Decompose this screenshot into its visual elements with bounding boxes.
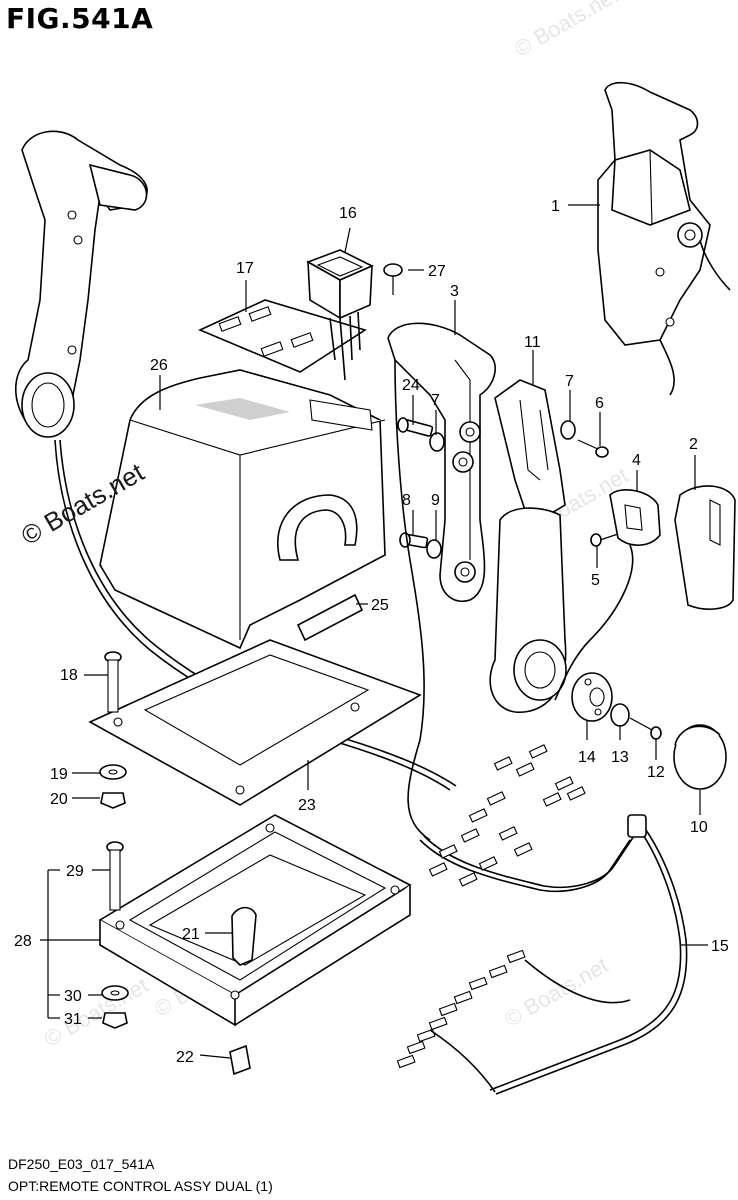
cap <box>673 724 727 790</box>
callout-28: 28 <box>14 933 32 950</box>
control-cable <box>394 359 431 841</box>
callout-labels: 1 2 3 4 5 6 7 7 8 9 10 11 12 13 14 15 16… <box>14 198 729 1066</box>
remote-control-unit <box>597 81 731 396</box>
callout-9: 9 <box>431 492 440 509</box>
callout-22: 22 <box>176 1049 194 1066</box>
wire-harness <box>396 744 688 1095</box>
callout-10: 10 <box>690 819 708 836</box>
callout-20: 20 <box>50 791 68 808</box>
figure-code: DF250_E03_017_541A <box>8 1156 155 1172</box>
nut <box>102 1012 128 1029</box>
callout-8: 8 <box>402 492 411 509</box>
connector-clip <box>229 1044 251 1076</box>
callout-23: 23 <box>298 797 316 814</box>
figure-caption: OPT:REMOTE CONTROL ASSY DUAL (1) <box>8 1178 273 1194</box>
housing-cover <box>99 369 386 650</box>
callout-11: 11 <box>524 334 541 351</box>
callout-7-left: 7 <box>431 392 440 409</box>
washer <box>610 703 630 727</box>
washer <box>429 432 445 452</box>
washer <box>426 539 442 559</box>
callout-31: 31 <box>64 1011 82 1028</box>
callout-12: 12 <box>647 764 665 781</box>
screw <box>590 533 619 547</box>
right-control-arm <box>489 379 567 713</box>
screw <box>577 439 609 458</box>
clip-lever <box>231 906 257 966</box>
screw <box>106 841 124 911</box>
nut <box>100 792 126 809</box>
callout-5: 5 <box>591 572 600 589</box>
callout-30: 30 <box>64 988 82 1005</box>
base-frame <box>98 814 412 1027</box>
gasket-plate <box>88 639 422 806</box>
toggle-switch <box>306 249 374 381</box>
washer <box>560 420 576 440</box>
screw <box>629 717 662 740</box>
callout-14: 14 <box>578 749 596 766</box>
callout-26: 26 <box>150 357 168 374</box>
screw <box>383 263 403 295</box>
callout-13: 13 <box>611 749 629 766</box>
lever-bracket <box>387 322 496 602</box>
callout-27: 27 <box>428 263 446 280</box>
callout-3: 3 <box>450 283 459 300</box>
cover-clip <box>296 593 364 642</box>
bolt <box>399 532 429 549</box>
callout-25: 25 <box>371 597 389 614</box>
leader-lines <box>40 204 708 1059</box>
callout-29: 29 <box>66 863 84 880</box>
callout-24: 24 <box>402 377 420 394</box>
callout-7-right: 7 <box>565 373 574 390</box>
grip-cover <box>674 485 736 610</box>
callout-16: 16 <box>339 205 357 222</box>
bushing-plate <box>571 672 613 722</box>
callout-21: 21 <box>182 926 200 943</box>
callout-17: 17 <box>236 260 254 277</box>
switch-plate <box>198 299 367 373</box>
callout-15: 15 <box>711 938 729 955</box>
bolt <box>397 417 434 437</box>
callout-2: 2 <box>689 436 698 453</box>
callout-19: 19 <box>50 766 68 783</box>
figure-title: FIG.541A <box>6 2 154 35</box>
screw <box>104 651 122 713</box>
callout-6: 6 <box>595 395 604 412</box>
callout-18: 18 <box>60 667 78 684</box>
left-control-lever <box>14 130 148 438</box>
callout-1: 1 <box>551 198 560 215</box>
callout-4: 4 <box>632 452 641 469</box>
neutral-switch <box>554 489 661 701</box>
